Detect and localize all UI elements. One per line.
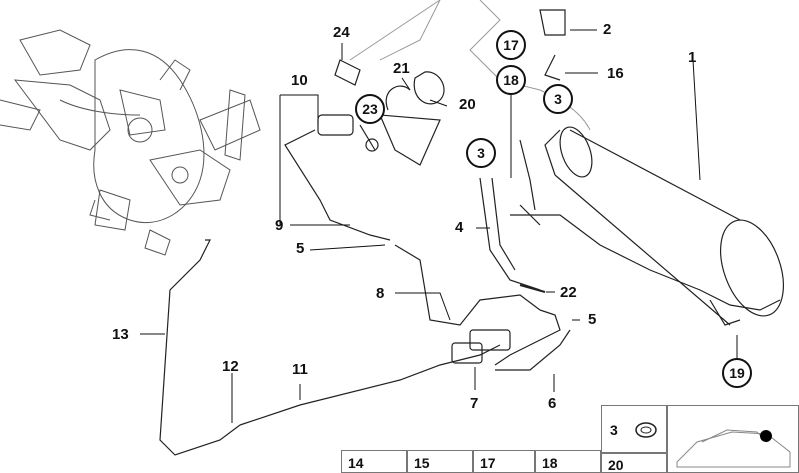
callout-2: 2 <box>603 21 612 38</box>
legend-box-car <box>667 405 799 473</box>
legend-number-14: 14 <box>348 455 364 471</box>
callout-17: 17 <box>496 30 526 60</box>
callout-10: 10 <box>291 72 308 89</box>
legend-box-18: 18 <box>535 450 601 473</box>
engine-assembly <box>0 29 261 256</box>
car-silhouette-icon <box>676 429 791 468</box>
legend-number-17: 17 <box>480 455 496 471</box>
callout-11: 11 <box>292 361 308 378</box>
leader-lines <box>140 29 738 423</box>
callout-12: 12 <box>222 358 239 375</box>
callout-7: 7 <box>470 395 479 412</box>
callout-1: 1 <box>688 49 697 66</box>
callout-21: 21 <box>393 60 410 77</box>
callout-13: 13 <box>112 326 129 343</box>
callout-5a: 5 <box>296 240 305 257</box>
callout-3b: 3 <box>466 138 496 168</box>
callout-4: 4 <box>455 219 464 236</box>
rod <box>479 177 546 293</box>
callout-9: 9 <box>275 217 284 234</box>
callout-18: 18 <box>496 65 526 95</box>
tank-assembly <box>510 126 784 326</box>
callout-6: 6 <box>548 395 557 412</box>
legend-number-18: 18 <box>542 455 558 471</box>
legend-box-17: 17 <box>473 450 535 473</box>
callout-20: 20 <box>459 96 476 113</box>
callout-22: 22 <box>560 284 577 301</box>
legend-number-15: 15 <box>414 455 430 471</box>
legend-number-3: 3 <box>610 422 618 438</box>
legend-box-3: 3 <box>601 405 667 453</box>
legend-box-20: 20 <box>601 453 667 473</box>
callout-24: 24 <box>333 24 350 41</box>
washer-icon <box>635 422 657 438</box>
callout-23: 23 <box>355 94 385 124</box>
legend-box-14: 14 <box>341 450 407 473</box>
callout-3a: 3 <box>543 84 573 114</box>
pipe-lines <box>159 129 571 456</box>
callout-19: 19 <box>722 358 752 388</box>
callout-8: 8 <box>376 285 385 302</box>
legend-number-20: 20 <box>608 457 624 473</box>
callout-16: 16 <box>607 65 624 82</box>
valve-unit <box>317 9 566 364</box>
callout-5b: 5 <box>588 311 597 328</box>
legend-box-15: 15 <box>407 450 473 473</box>
